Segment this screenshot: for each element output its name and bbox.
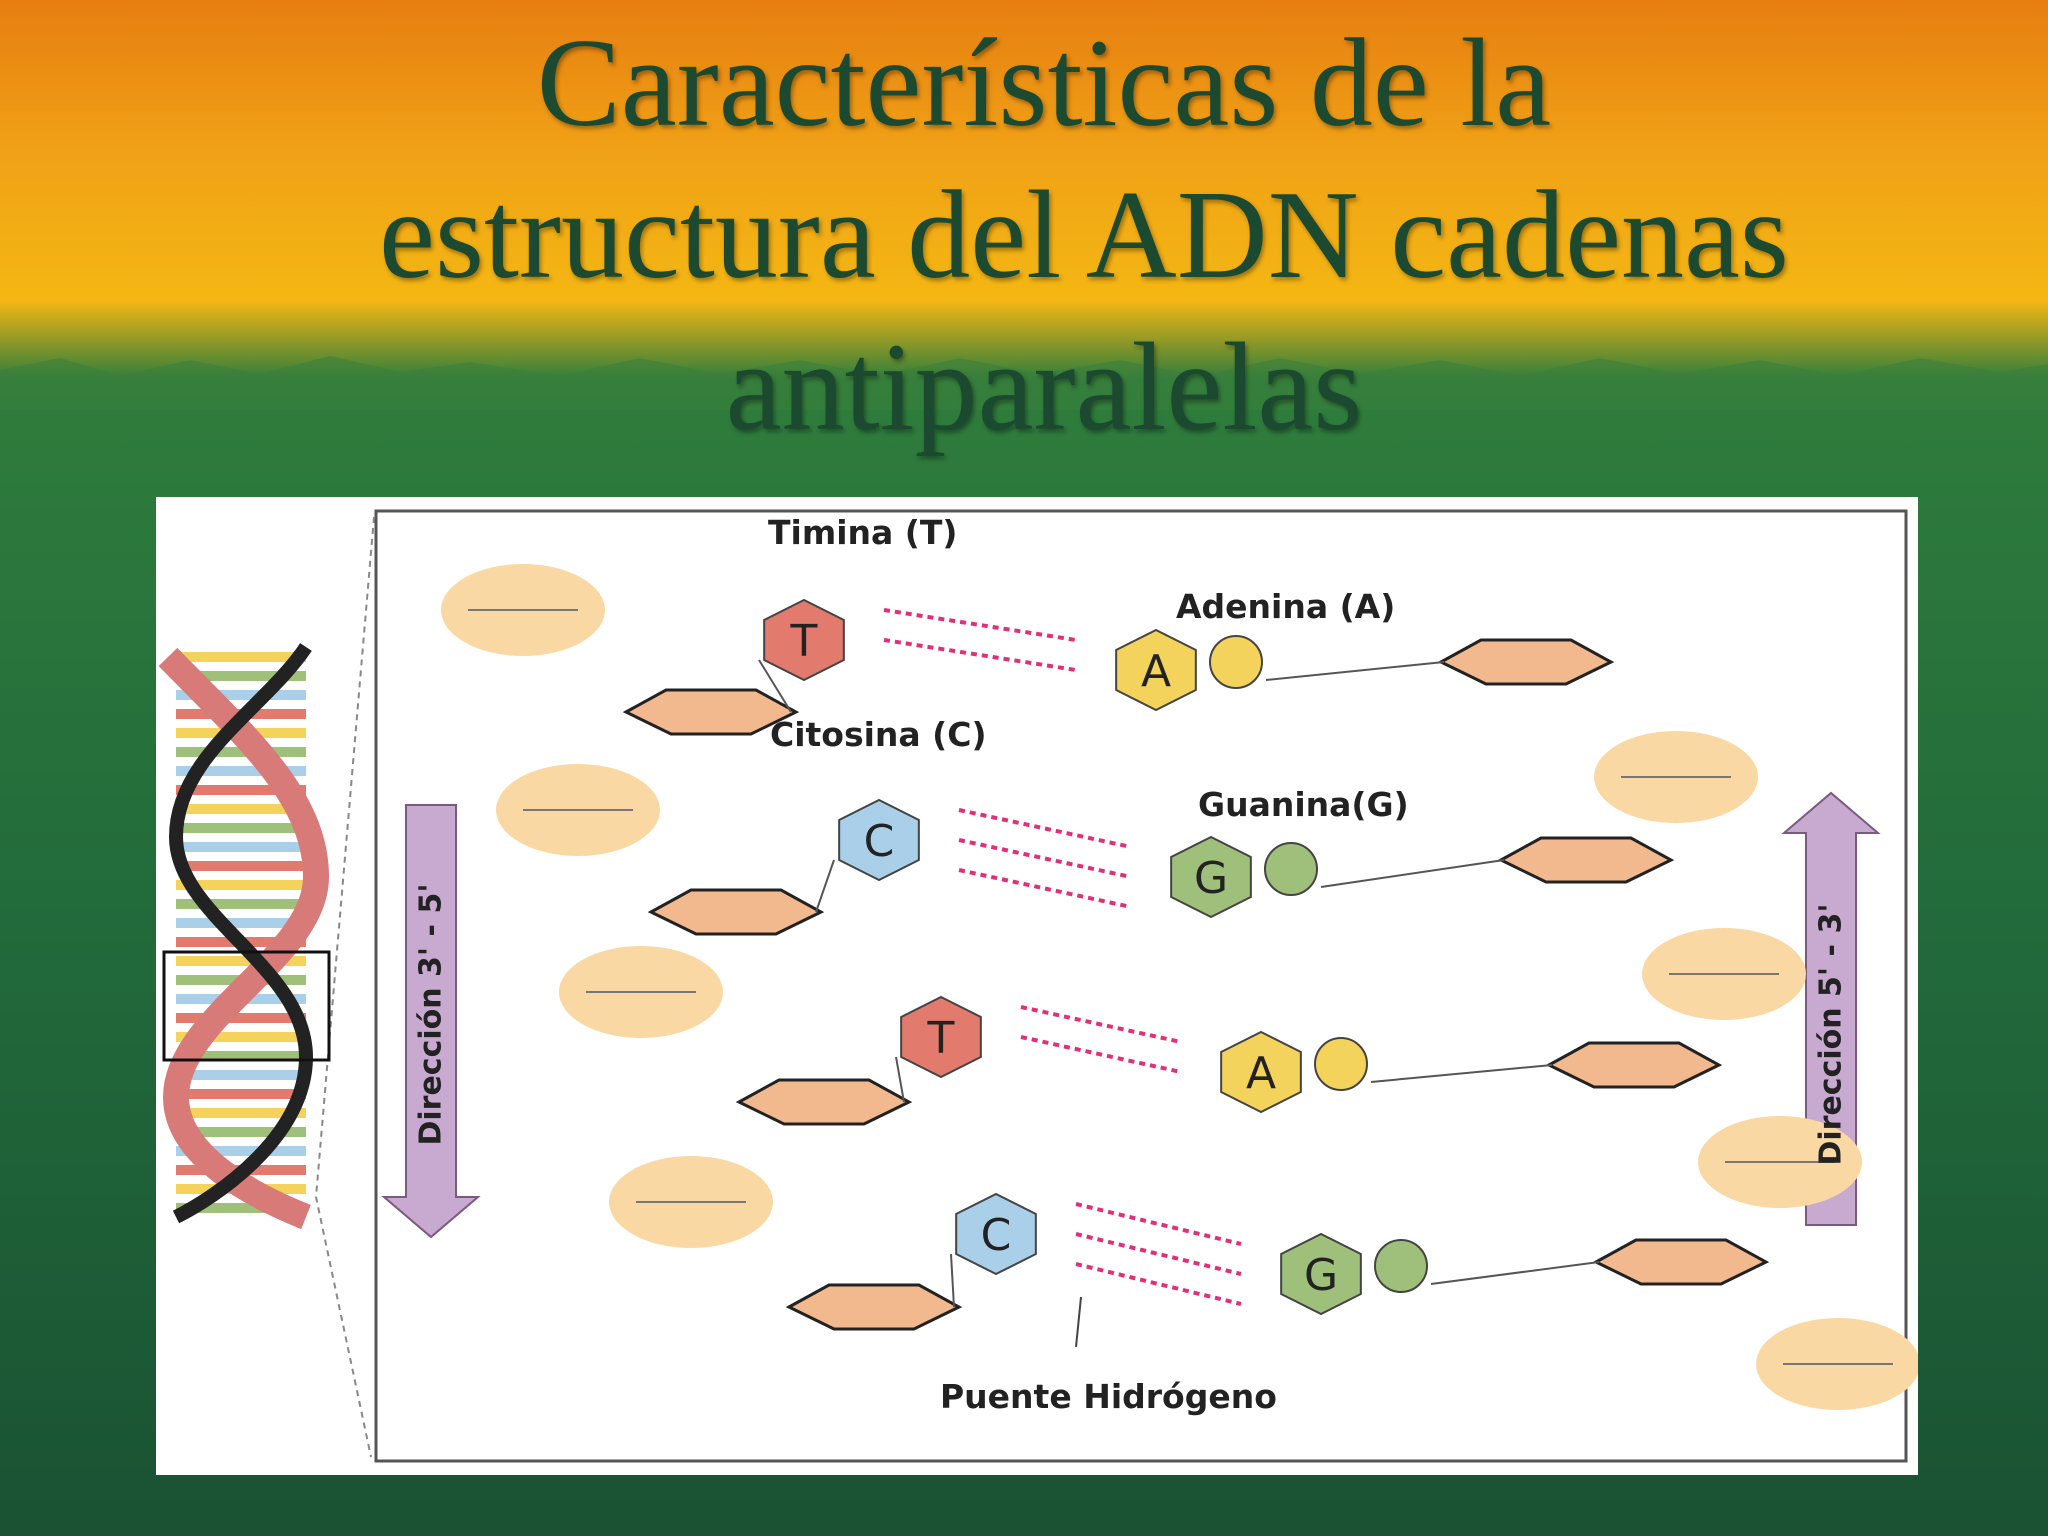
deoxyribose-sugar [647,888,825,936]
title-line-3: antiparalelas [725,318,1363,457]
base-left-T [763,598,845,682]
label-thymine: Timina (T) [768,513,958,552]
deoxyribose-sugar [622,688,800,736]
base-letter: G [1304,1250,1338,1301]
deoxyribose-sugar [1592,1238,1770,1286]
base-right-G [1170,835,1252,919]
diagram-frame [374,509,1908,1463]
base-letter: T [927,1013,955,1064]
helix-strand-pink [158,647,330,1230]
arrow-left-down [381,804,481,1239]
helix-zoom-box [162,950,331,1062]
label-guanine: Guanina(G) [1198,785,1409,824]
base-right-A [1220,1030,1302,1114]
base-letter: C [864,816,895,867]
base-letter: T [790,616,818,667]
torn-edge-divider [0,356,2048,410]
glycosidic-bond [1320,859,1505,888]
base-right-G [1280,1232,1362,1316]
deoxyribose-sugar [785,1283,963,1331]
base-letter: A [1141,646,1171,697]
title-line-1: Características de la [536,14,1552,153]
base-letter: G [1194,853,1228,904]
glycosidic-bond [1265,661,1445,681]
base-left-C [838,798,920,882]
hydrogen-bond [958,838,1132,879]
label-direction-5-3: Dirección 5' - 3' [1813,903,1849,1166]
base-left-T [900,995,982,1079]
hydrogen-bond [883,638,1077,672]
hydrogen-bond [958,868,1132,909]
glycosidic-bond [950,1253,955,1308]
hydrogen-bond [958,808,1132,849]
purine-ring [1314,1037,1368,1091]
helix-strand-dark [168,643,314,1224]
glycosidic-bond [1370,1064,1553,1083]
base-letter: C [981,1210,1012,1261]
hydrogen-bond [883,608,1077,642]
purine-ring [1209,635,1263,689]
label-adenine: Adenina (A) [1176,587,1396,626]
purine-ring [1374,1239,1428,1293]
base-letter: A [1246,1048,1276,1099]
zoom-guide-lines [314,516,375,1458]
deoxyribose-sugar [735,1078,913,1126]
dna-helix-icon [158,643,331,1230]
slide-title: Características de la estructura del ADN… [0,8,2048,464]
glycosidic-bond [758,659,792,713]
label-hydrogen-bond: Puente Hidrógeno [940,1377,1277,1416]
glycosidic-bond [815,859,835,913]
deoxyribose-sugar [1437,638,1615,686]
diagram-artwork: T C T C A G A G [158,509,1918,1463]
label-cytosine: Citosina (C) [770,715,987,754]
dna-antiparallel-diagram: T C T C A G A G Timina (T) Adenina (A) Citosin… [156,497,1918,1475]
hbond-label-pointer [1075,1296,1082,1348]
label-direction-3-5: Dirección 3' - 5' [413,883,449,1146]
title-line-2: estructura del ADN cadenas [379,166,1789,305]
deoxyribose-sugar [1545,1041,1723,1089]
hydrogen-bond [1020,1005,1182,1044]
base-left-C [955,1192,1037,1276]
glycosidic-bond [895,1056,905,1103]
glycosidic-bond [1430,1261,1600,1285]
base-right-A [1115,628,1197,712]
purine-ring [1264,842,1318,896]
hydrogen-bond [1020,1035,1182,1074]
deoxyribose-sugar [1497,836,1675,884]
